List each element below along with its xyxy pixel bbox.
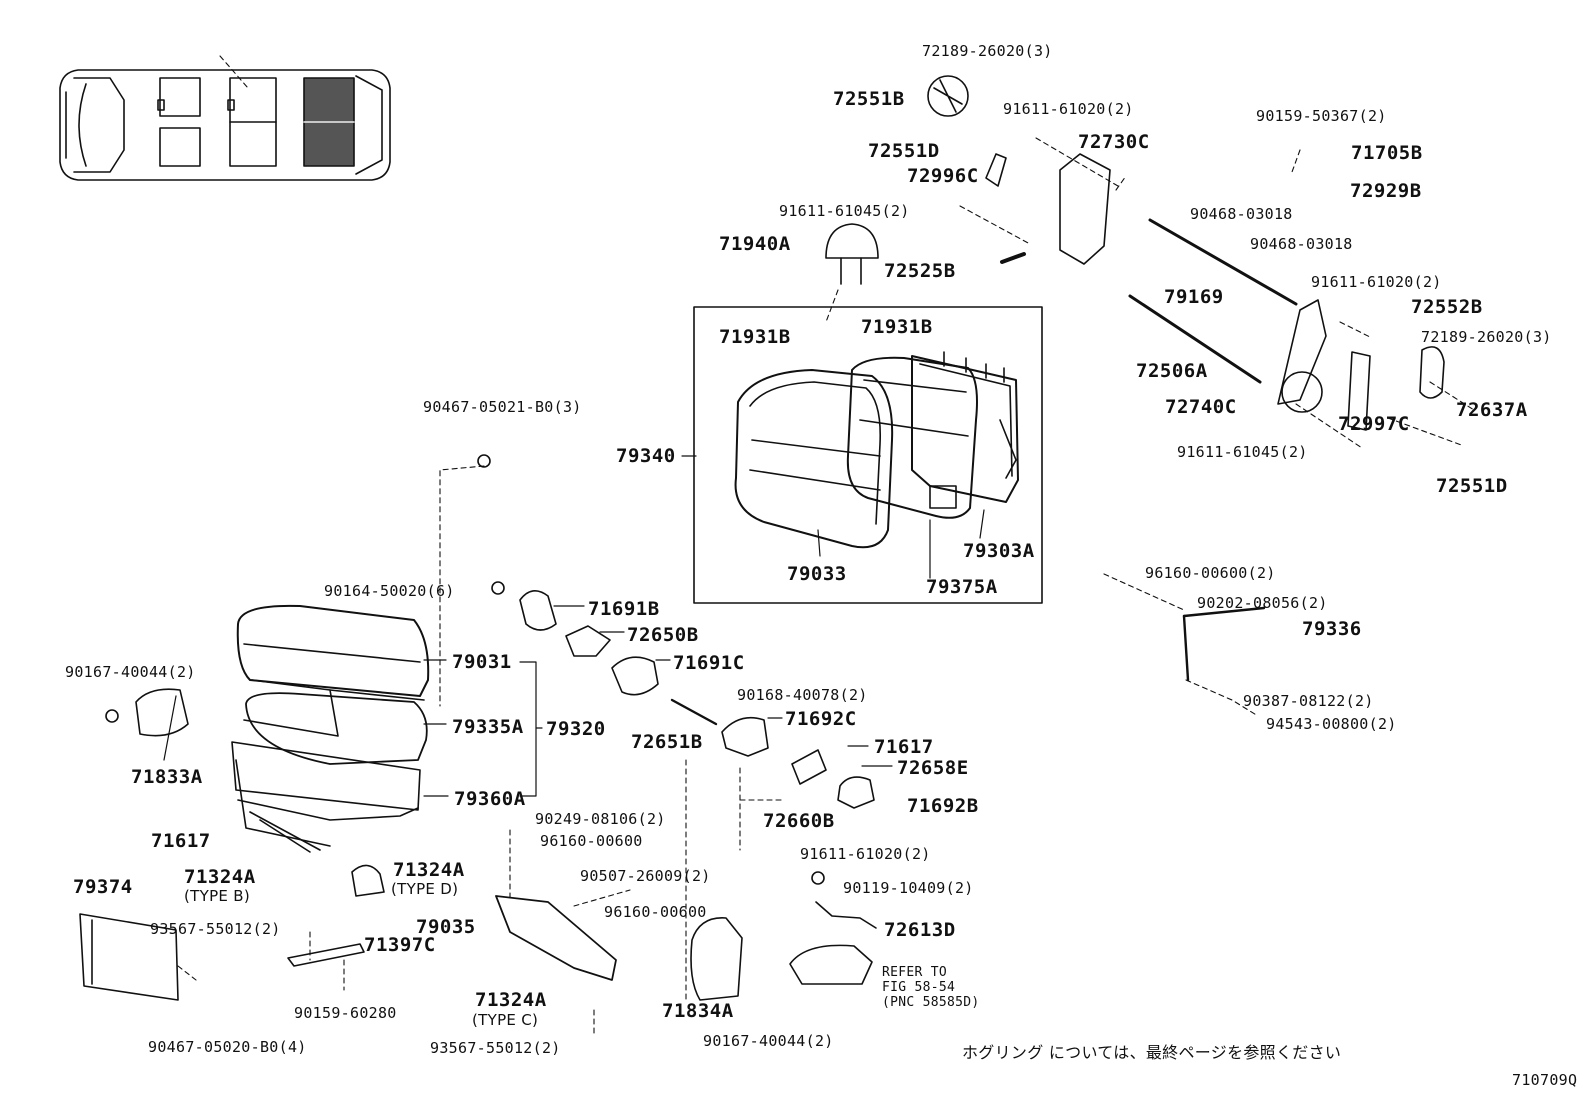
part-number-label: 90249-08106(2) — [535, 810, 666, 828]
seatback-pad — [848, 358, 977, 518]
part-number-label: 71617 — [874, 736, 934, 758]
part-number-label: 79375A — [926, 576, 998, 598]
part-number-label: 72189-26020(3) — [1421, 328, 1552, 346]
part-number-label: 91611-61020(2) — [1003, 100, 1134, 118]
part-number-label: 71397C — [364, 934, 436, 956]
part-number-label: 72997C — [1338, 413, 1410, 435]
part-number-label: 71833A — [131, 766, 203, 788]
part-number-label: 90164-50020(6) — [324, 582, 455, 600]
part-number-label: 72637A — [1456, 399, 1528, 421]
part-number-label: 72658E — [897, 757, 969, 779]
part-number-label: 71834A — [662, 1000, 734, 1022]
headrest — [826, 224, 878, 284]
part-number-label: 79031 — [452, 651, 512, 673]
part-number-label: 90202-08056(2) — [1197, 594, 1328, 612]
dashed-guides — [178, 56, 1474, 1034]
part-number-label: 79303A — [963, 540, 1035, 562]
part-number-label: 90119-10409(2) — [843, 879, 974, 897]
part-number-label: 71324A — [475, 989, 547, 1011]
part-number-label: 79169 — [1164, 286, 1224, 308]
part-number-label: 90168-40078(2) — [737, 686, 868, 704]
part-number-label: 71692B — [907, 795, 979, 817]
part-number-label: 71691B — [588, 598, 660, 620]
seatback-assembly-frame — [694, 307, 1042, 603]
part-number-label: 90159-50367(2) — [1256, 107, 1387, 125]
part-number-label: 90159-60280 — [294, 1004, 397, 1022]
variant-type-label: (TYPE C) — [472, 1011, 539, 1029]
part-number-label: 72189-26020(3) — [922, 42, 1053, 60]
part-number-label: 72929B — [1350, 180, 1422, 202]
part-number-label: 91611-61020(2) — [800, 845, 931, 863]
part-number-label: 93567-55012(2) — [150, 920, 281, 938]
footnote-text: ホグリング については、最終ページを参照ください — [962, 1043, 1342, 1062]
part-number-label: 72651B — [631, 731, 703, 753]
part-number-label: 71940A — [719, 233, 791, 255]
part-number-label: 79340 — [616, 445, 676, 467]
part-number-label: 71617 — [151, 830, 211, 852]
part-number-label: 79336 — [1302, 618, 1362, 640]
part-number-label: 79035 — [416, 916, 476, 938]
part-number-label: 72730C — [1078, 131, 1150, 153]
seat-cushion — [232, 606, 428, 852]
part-number-label: 71931B — [861, 316, 933, 338]
part-number-label: 90468-03018 — [1250, 235, 1353, 253]
seatback-cover — [736, 370, 893, 547]
part-number-label: 72740C — [1165, 396, 1237, 418]
part-number-label: 71324A — [393, 859, 465, 881]
seatback-frame — [912, 352, 1018, 502]
part-number-label: (PNC 58585D) — [882, 995, 980, 1010]
part-number-label: 90467-05021-B0(3) — [423, 398, 582, 416]
vehicle-seat-map-icon — [60, 70, 390, 180]
part-number-label: 72525B — [884, 260, 956, 282]
part-number-label: 90387-08122(2) — [1243, 692, 1374, 710]
part-number-label: 90468-03018 — [1190, 205, 1293, 223]
part-number-label: FIG 58-54 — [882, 980, 956, 995]
part-number-label: 91611-61020(2) — [1311, 273, 1442, 291]
part-number-label: 79374 — [73, 876, 133, 898]
part-number-label: 72613D — [884, 919, 956, 941]
part-number-label: 90467-05020-B0(4) — [148, 1038, 307, 1056]
part-number-label: 71705B — [1351, 142, 1423, 164]
leader-lines — [164, 456, 984, 796]
part-number-label: 91611-61045(2) — [1177, 443, 1308, 461]
part-number-label: 71931B — [719, 326, 791, 348]
part-number-label: 72506A — [1136, 360, 1208, 382]
part-number-label: 94543-00800(2) — [1266, 715, 1397, 733]
part-number-label: 71691C — [673, 652, 745, 674]
part-number-label: 72551D — [868, 140, 940, 162]
variant-type-label: (TYPE D) — [391, 880, 459, 898]
part-number-label: 90167-40044(2) — [703, 1032, 834, 1050]
part-number-label: 71324A — [184, 866, 256, 888]
part-number-label: 72551B — [833, 88, 905, 110]
part-number-label: 71692C — [785, 708, 857, 730]
part-number-label: 72551D — [1436, 475, 1508, 497]
part-number-label: 72660B — [763, 810, 835, 832]
part-number-label: 90167-40044(2) — [65, 663, 196, 681]
part-number-label: 72650B — [627, 624, 699, 646]
part-number-label: REFER TO — [882, 965, 948, 980]
part-number-label: 96160-00600 — [604, 903, 707, 921]
part-number-label: 79335A — [452, 716, 524, 738]
part-number-label: 72996C — [907, 165, 979, 187]
variant-type-label: (TYPE B) — [184, 887, 251, 905]
small-parts — [80, 76, 1444, 1000]
part-number-label: 710709Q — [1512, 1071, 1578, 1089]
part-number-label: 93567-55012(2) — [430, 1039, 561, 1057]
part-number-label: 79360A — [454, 788, 526, 810]
part-number-label: 79320 — [546, 718, 606, 740]
part-number-label: 91611-61045(2) — [779, 202, 910, 220]
part-number-label: 79033 — [787, 563, 847, 585]
part-number-label: 90507-26009(2) — [580, 867, 711, 885]
part-number-label: 96160-00600(2) — [1145, 564, 1276, 582]
part-number-label: 72552B — [1411, 296, 1483, 318]
part-number-label: 96160-00600 — [540, 832, 643, 850]
